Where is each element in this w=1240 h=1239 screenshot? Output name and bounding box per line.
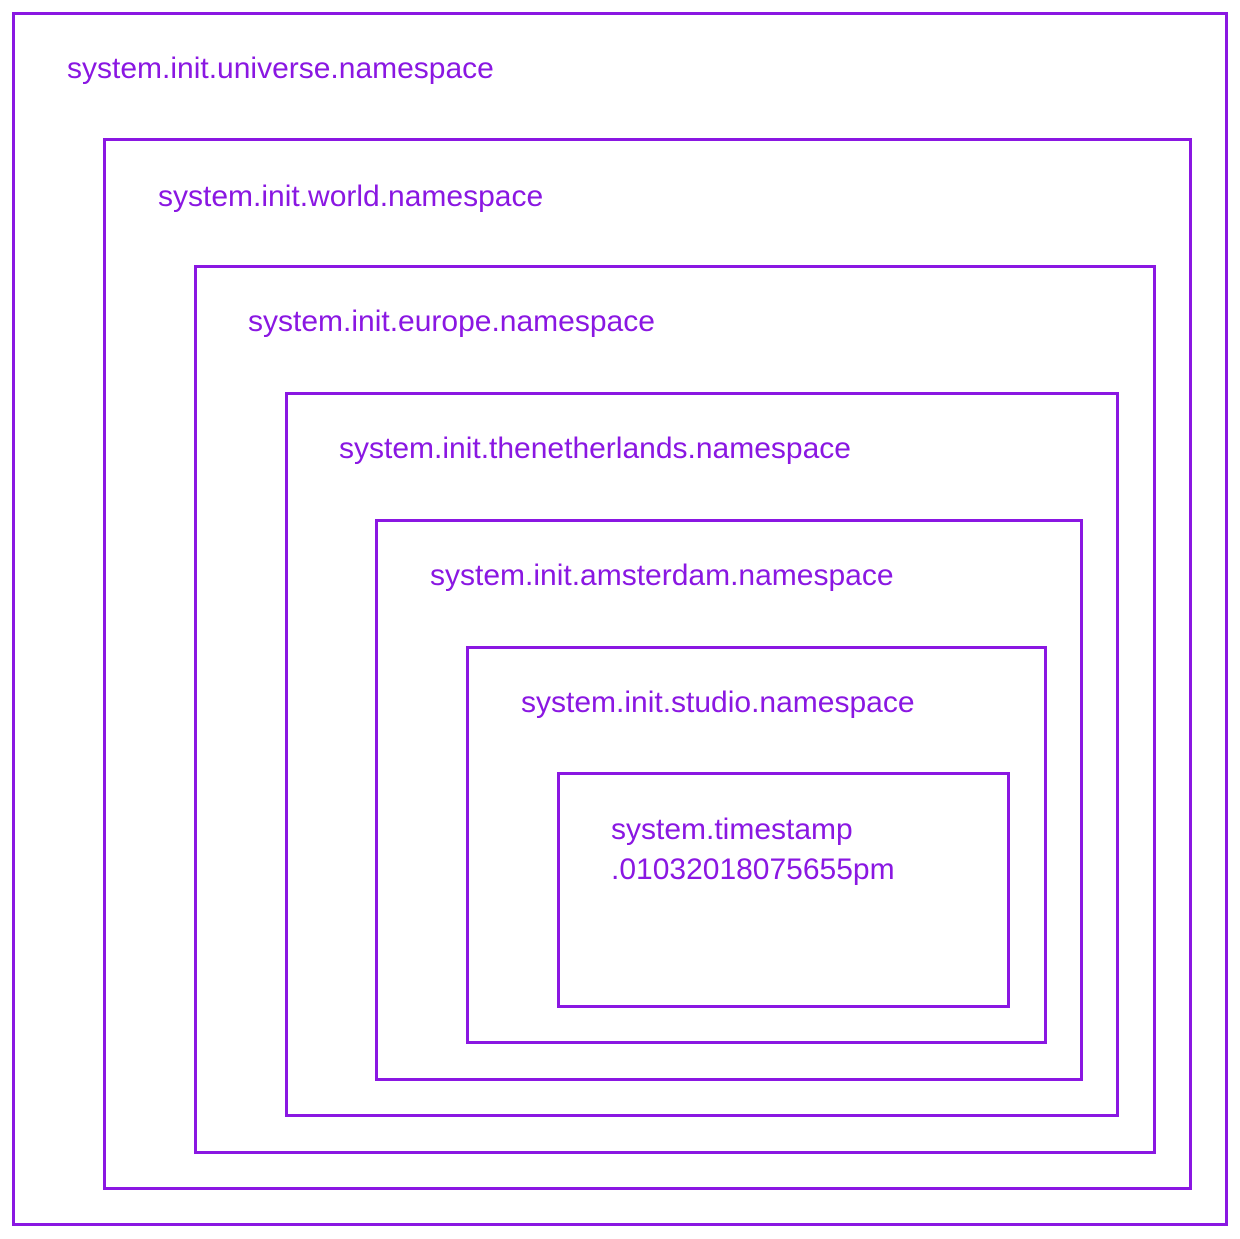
namespace-label-thenetherlands: system.init.thenetherlands.namespace: [339, 432, 851, 465]
timestamp-label: system.timestamp .01032018075655pm: [611, 810, 895, 890]
timestamp-line-1: system.timestamp: [611, 813, 853, 846]
namespace-label-world: system.init.world.namespace: [158, 180, 544, 213]
timestamp-line-2: .01032018075655pm: [611, 853, 895, 886]
namespace-box-amsterdam: [375, 519, 1083, 1081]
namespace-box-thenetherlands: [285, 392, 1119, 1117]
namespace-label-studio: system.init.studio.namespace: [521, 686, 915, 719]
namespace-box-world: [103, 138, 1192, 1190]
namespace-label-europe: system.init.europe.namespace: [248, 305, 655, 338]
namespace-box-europe: [194, 265, 1156, 1154]
namespace-box-studio: [466, 646, 1047, 1044]
timestamp-box: [557, 772, 1010, 1008]
namespace-box-universe: [12, 12, 1228, 1226]
namespace-label-universe: system.init.universe.namespace: [67, 52, 494, 85]
namespace-label-amsterdam: system.init.amsterdam.namespace: [430, 559, 894, 592]
